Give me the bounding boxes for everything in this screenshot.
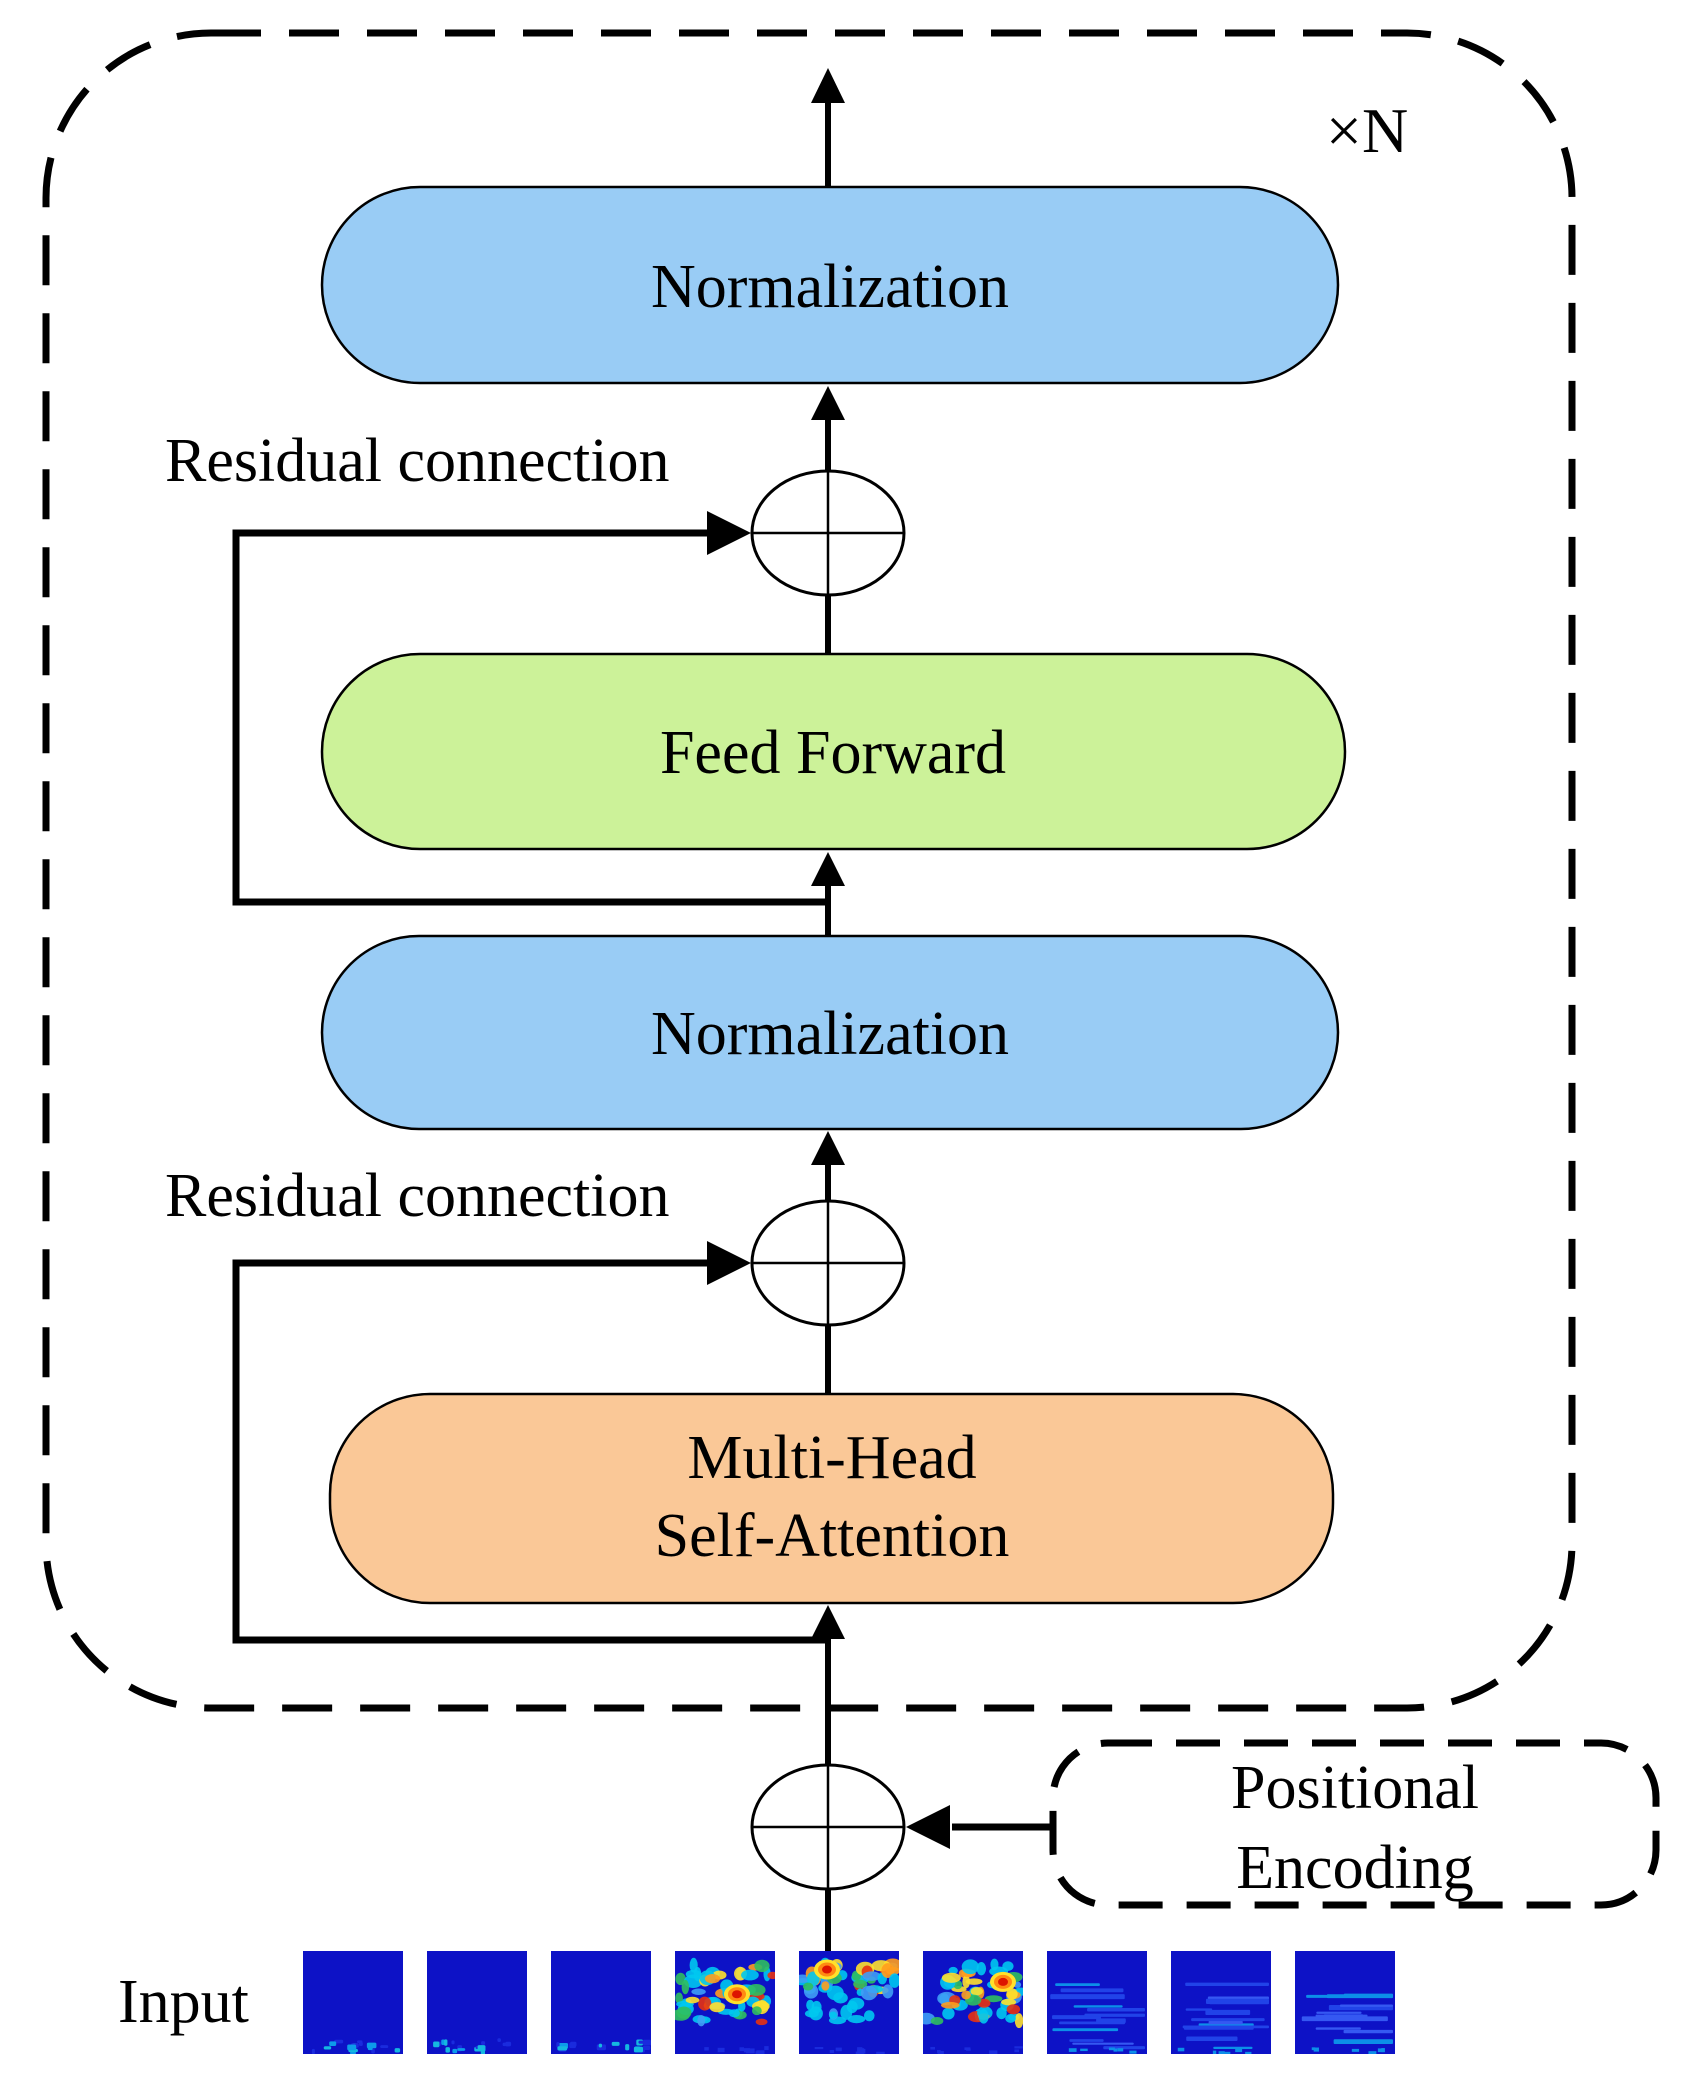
input-tile: [675, 1951, 775, 2054]
output-arrowhead-icon: [811, 68, 845, 103]
mhsa-box: [328, 1392, 1335, 1605]
input-tile: [923, 1951, 1023, 2054]
positional-encoding-block: Positional Encoding: [906, 1739, 1660, 1909]
mhsa-label-line1: Multi-Head: [687, 1424, 976, 1492]
input-tile: [427, 1951, 527, 2054]
add-node-2: [750, 1199, 906, 1327]
normalization-bottom-label: Normalization: [651, 1000, 1009, 1068]
add3-to-mhsa-arrowhead-icon: [811, 1605, 845, 1639]
repeat-count-label: ×N: [1326, 95, 1408, 166]
add-node-1: [750, 469, 906, 597]
feed-forward-box: [320, 652, 1347, 851]
pe-arrowhead-icon: [906, 1805, 950, 1849]
add1-to-norm-arrowhead-icon: [811, 386, 845, 420]
input-spectrogram-tiles: [303, 1951, 1395, 2054]
add2-to-norm2-arrowhead-icon: [811, 1131, 845, 1165]
residual-connection-top-line: [232, 529, 828, 906]
mhsa-label-line2: Self-Attention: [655, 1502, 1010, 1570]
feed-forward-label: Feed Forward: [660, 719, 1006, 787]
multi-head-self-attention-block: Multi-Head Self-Attention: [328, 1392, 1335, 1605]
input-tile: [1047, 1951, 1147, 2054]
input-tile: [1295, 1951, 1395, 2054]
positional-encoding-label-line2: Encoding: [1236, 1834, 1474, 1902]
normalization-top-label: Normalization: [651, 253, 1009, 321]
residual-connection-top-label: Residual connection: [165, 427, 669, 495]
input-tile: [799, 1951, 899, 2054]
residual-connection-bottom-line: [232, 1259, 828, 1644]
input-label: Input: [118, 1968, 249, 2036]
encoder-block-border: [42, 29, 1576, 1712]
residual-top-arrowhead-icon: [707, 511, 751, 555]
normalization-top-box: [320, 185, 1340, 385]
feed-forward-block: Feed Forward: [320, 652, 1347, 851]
positional-encoding-label-line1: Positional: [1231, 1754, 1479, 1822]
input-tile: [1171, 1951, 1271, 2054]
normalization-bottom-box: [320, 934, 1340, 1131]
input-tile: [303, 1951, 403, 2054]
residual-connection-bottom-label: Residual connection: [165, 1162, 669, 1230]
normalization-top-block: Normalization: [320, 185, 1340, 385]
input-tile: [551, 1951, 651, 2054]
residual-bottom-arrowhead-icon: [707, 1241, 751, 1285]
normalization-bottom-block: Normalization: [320, 934, 1340, 1131]
norm2-to-ff-arrowhead-icon: [811, 852, 845, 886]
add-node-3: [750, 1763, 906, 1891]
